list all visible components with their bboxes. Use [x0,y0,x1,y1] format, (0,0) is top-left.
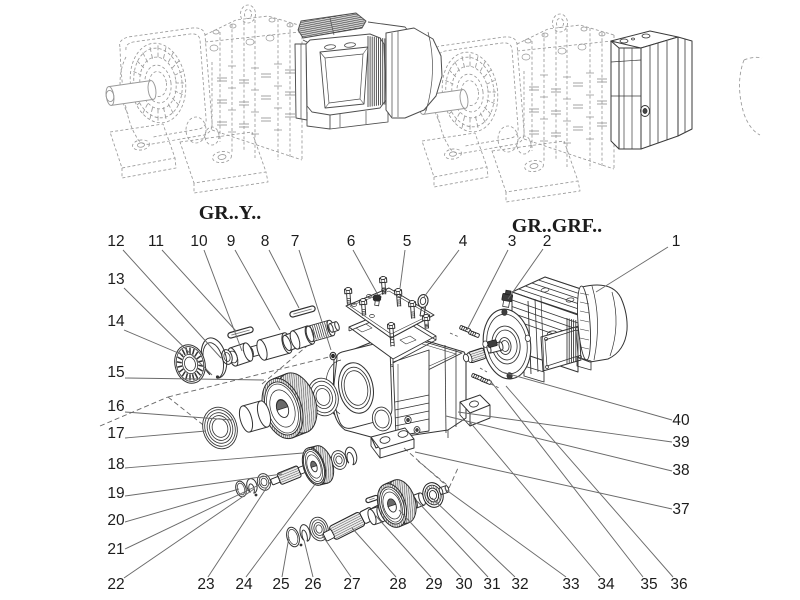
svg-text:4: 4 [459,233,468,250]
svg-text:40: 40 [672,412,690,429]
svg-text:24: 24 [235,576,253,593]
svg-text:29: 29 [425,576,442,593]
svg-text:12: 12 [107,233,124,250]
svg-text:35: 35 [640,576,657,593]
svg-text:36: 36 [670,576,687,593]
svg-text:5: 5 [403,233,412,250]
svg-text:18: 18 [107,456,124,473]
svg-text:19: 19 [107,485,124,502]
svg-text:11: 11 [148,233,164,250]
svg-text:6: 6 [347,233,356,250]
svg-text:20: 20 [107,512,125,529]
svg-text:9: 9 [227,233,236,250]
svg-text:1: 1 [672,233,681,250]
svg-text:13: 13 [107,271,124,288]
svg-text:10: 10 [190,233,208,250]
svg-text:28: 28 [389,576,406,593]
svg-text:25: 25 [272,576,289,593]
svg-text:39: 39 [672,434,689,451]
svg-text:31: 31 [483,576,500,593]
svg-text:32: 32 [511,576,528,593]
svg-text:15: 15 [107,364,124,381]
svg-text:16: 16 [107,398,124,415]
svg-text:30: 30 [455,576,473,593]
svg-text:17: 17 [107,425,124,442]
svg-text:7: 7 [291,233,300,250]
svg-text:23: 23 [197,576,214,593]
svg-text:37: 37 [672,501,689,518]
svg-text:GR..Y..: GR..Y.. [199,202,262,224]
svg-text:33: 33 [562,576,579,593]
svg-text:27: 27 [343,576,360,593]
svg-text:3: 3 [508,233,517,250]
svg-text:38: 38 [672,462,689,479]
svg-text:14: 14 [107,313,125,330]
svg-text:8: 8 [261,233,270,250]
svg-text:21: 21 [107,541,124,558]
svg-text:34: 34 [597,576,615,593]
svg-text:22: 22 [107,576,124,593]
svg-text:GR..GRF..: GR..GRF.. [512,215,602,237]
svg-text:2: 2 [543,233,552,250]
svg-text:26: 26 [304,576,321,593]
